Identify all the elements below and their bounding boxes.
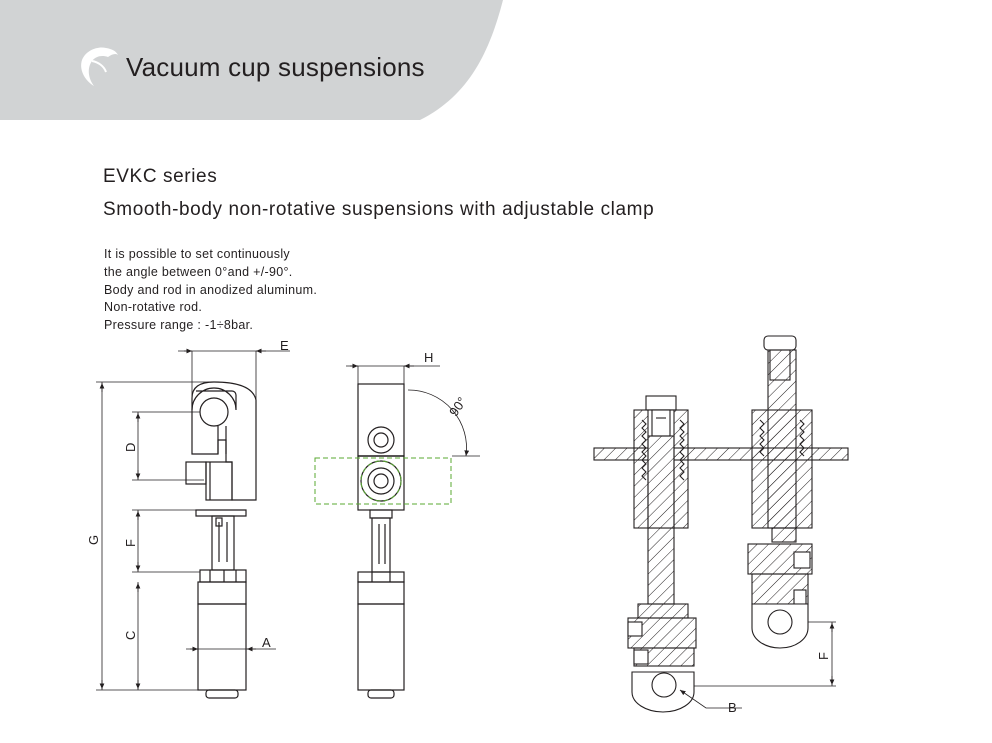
rotated-position-outline [314,457,452,505]
side-view [357,383,405,699]
dimension-label-d: D [123,443,138,452]
section-dimensions [679,621,836,709]
dimension-label-a: A [262,635,271,650]
description-line: the angle between 0°and +/-90°. [104,264,293,279]
dimension-label-h: H [424,350,433,365]
front-view [185,381,257,699]
section-view-right [747,335,813,649]
description-line: It is possible to set continuously [104,247,290,261]
description-line: Body and rod in anodized aluminum. [104,282,318,297]
angle-label: 90° [446,394,470,419]
front-dimensions [96,348,290,691]
description-line: Non-rotative rod. [104,300,203,315]
series-title: EVKC series [103,166,218,187]
series-subtitle: Smooth-body non-rotative suspensions wit… [103,199,655,220]
dimension-label-f: F [123,539,138,547]
dimension-label-e: E [280,338,289,353]
dimension-label-f2: F [816,652,831,660]
page-title: Vacuum cup suspensions [126,52,425,82]
dimension-label-g: G [86,535,101,545]
header-band [0,0,503,120]
description-line: Pressure range : -1÷8bar. [104,318,254,333]
dimension-label-b: B [728,700,737,715]
description: It is possible to set continuously the a… [104,246,317,335]
dolphin-logo-icon [81,47,118,86]
side-dimensions [346,363,480,457]
dimension-label-c: C [123,631,138,640]
